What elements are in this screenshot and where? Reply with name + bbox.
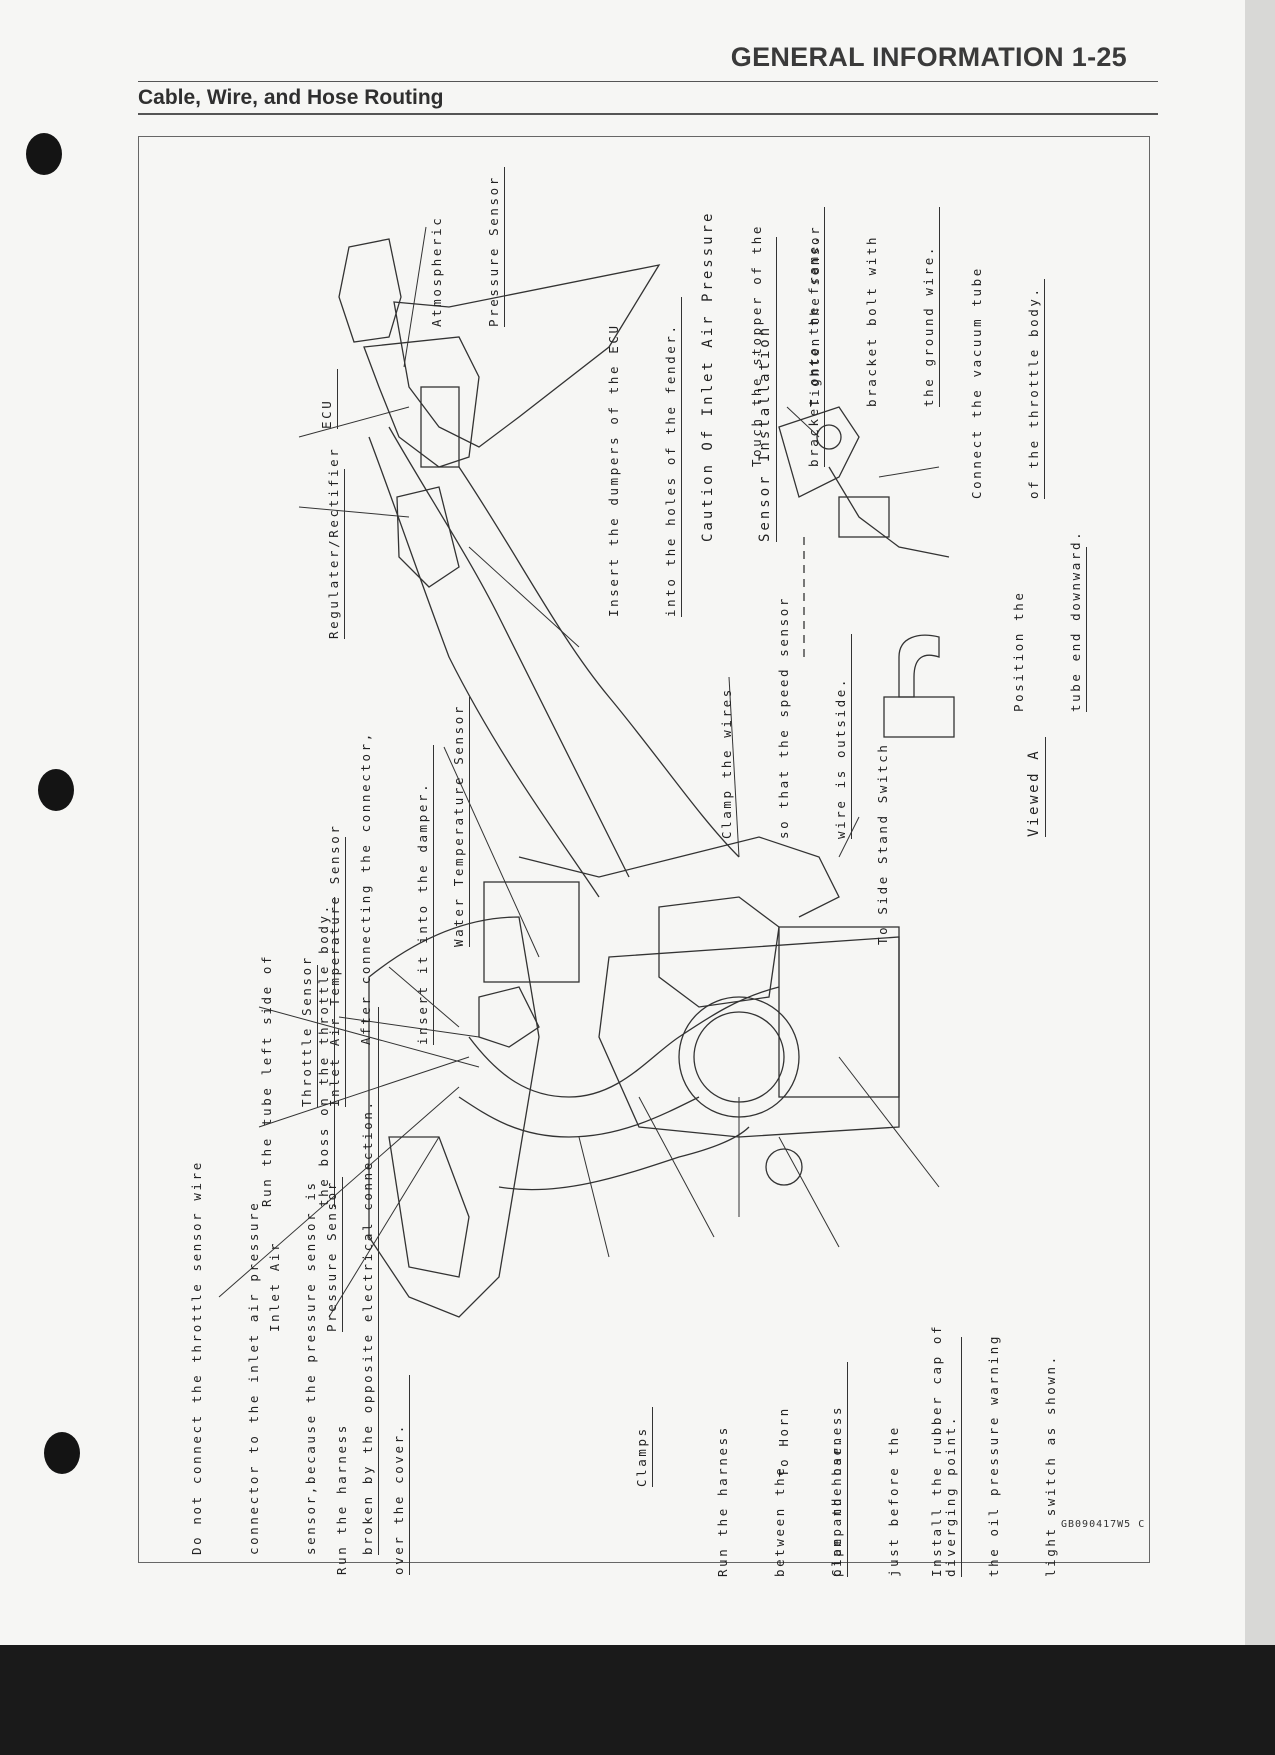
- line: light switch as shown.: [1043, 1354, 1058, 1577]
- line: of the throttle body.: [1024, 279, 1045, 499]
- label-atmospheric-pressure-sensor: Atmospheric Pressure Sensor: [389, 167, 543, 327]
- inset-bolt: [816, 424, 842, 450]
- frame-main: [518, 836, 840, 918]
- regulator-rectifier: [396, 486, 460, 588]
- cylinder-head: [658, 896, 780, 1008]
- label-regulator-rectifier: Regulater/Rectifier: [286, 447, 383, 639]
- inset-bracket: [778, 406, 860, 498]
- crankcase-cover-inner: [693, 1011, 785, 1103]
- line: Do not connect the throttle sensor wire: [189, 1160, 204, 1555]
- label-viewed-a: Viewed A: [987, 737, 1084, 837]
- label-rubber-cap: Install the rubber cap of the oil pressu…: [889, 1277, 1098, 1577]
- binder-hole-bottom: [44, 1432, 80, 1474]
- page-edge: [1245, 0, 1275, 1645]
- header-rule: [138, 81, 1158, 82]
- line: Run the harness: [334, 1423, 349, 1575]
- label-run-harness-cover: Run the harness over the cover.: [294, 1375, 448, 1575]
- rear-fender: [338, 238, 402, 343]
- front-cover: [368, 916, 540, 1318]
- section-rule: [138, 113, 1158, 115]
- line: tube end downward.: [1066, 530, 1087, 712]
- line: Clamps: [632, 1407, 653, 1487]
- harness-route: [468, 986, 780, 1098]
- line: Install the rubber cap of: [929, 1323, 944, 1577]
- inset-tube: [828, 466, 950, 558]
- line: bracket bolt with: [864, 234, 879, 407]
- routing-diagram: Atmospheric Pressure Sensor ECU Regulate…: [138, 136, 1150, 1577]
- line: Clamp the harness: [829, 1404, 844, 1577]
- manual-page: GENERAL INFORMATION 1-25 Cable, Wire, an…: [0, 0, 1245, 1645]
- viewed-a-sensor: [883, 696, 955, 738]
- oil-filter: [765, 1148, 803, 1186]
- airbox: [483, 881, 580, 983]
- ecu-box: [420, 386, 460, 468]
- leader-lines: [218, 226, 940, 1318]
- seat-rail: [368, 436, 600, 898]
- line: Pressure Sensor: [484, 167, 505, 327]
- line: To Side Stand Switch: [875, 742, 890, 945]
- line: Position the: [1011, 590, 1026, 712]
- radiator-shroud: [388, 1136, 470, 1278]
- line: Clamp the wires: [719, 687, 734, 839]
- seat-rail-lower: [388, 426, 630, 878]
- line: Atmospheric: [429, 215, 444, 327]
- line: the oil pressure warning: [986, 1333, 1001, 1577]
- label-position-tube: Position the tube end downward.: [971, 530, 1125, 712]
- inset-sensor: [838, 496, 890, 538]
- figure-code: GB090417W5 C: [1061, 1519, 1146, 1530]
- line: over the cover.: [389, 1375, 410, 1575]
- routing-drawing: [218, 226, 955, 1318]
- hose-route: [458, 1096, 700, 1138]
- throttle-body: [478, 986, 540, 1048]
- line: ECU: [317, 369, 338, 429]
- line: connector to the inlet air pressure: [246, 1200, 261, 1555]
- ecu-bracket: [363, 336, 480, 468]
- exhaust-pipe: [498, 1126, 750, 1191]
- line: insert it into the damper.: [413, 745, 434, 1045]
- line: Run the harness: [715, 1425, 730, 1577]
- line: Tighten the sensor: [807, 224, 822, 407]
- line: Insert the dumpers of the ECU: [606, 323, 621, 617]
- viewed-a-elbow: [898, 634, 940, 698]
- line: so that the speed sensor: [776, 595, 791, 839]
- tail-frame: [393, 264, 661, 448]
- label-vacuum-tube: Connect the vacuum tube of the throttle …: [929, 266, 1083, 499]
- binder-hole-middle: [38, 769, 74, 811]
- label-ecu: ECU: [279, 369, 376, 429]
- line: Connect the vacuum tube: [969, 266, 984, 499]
- line: Touch the stopper of the: [749, 223, 764, 467]
- binder-hole-top: [26, 133, 62, 175]
- upper-frame: [458, 466, 740, 858]
- label-side-stand: To Side Stand Switch: [835, 742, 930, 945]
- chapter-title: GENERAL INFORMATION 1-25: [730, 42, 1127, 72]
- line: Viewed A: [1025, 737, 1046, 837]
- line: Regulater/Rectifier: [324, 447, 345, 639]
- section-title: Cable, Wire, and Hose Routing: [138, 86, 444, 109]
